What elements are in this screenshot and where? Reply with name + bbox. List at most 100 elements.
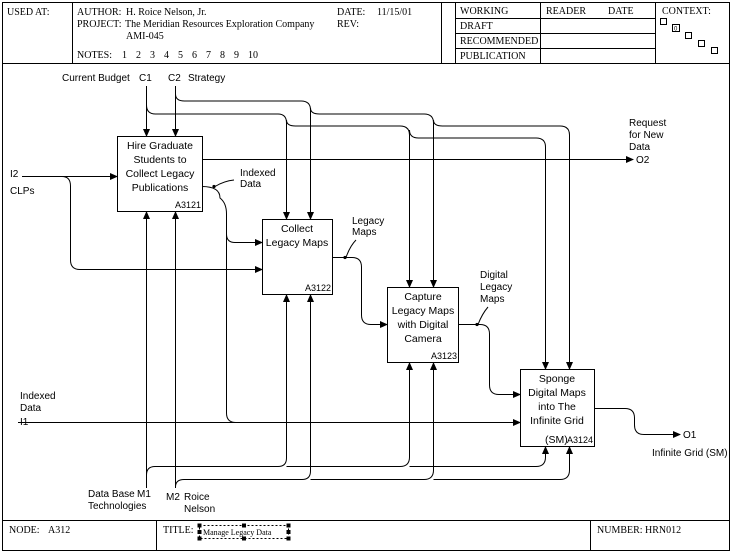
control-c2-code: C2 <box>168 73 181 84</box>
box-number-a3124: A3124 <box>567 435 593 445</box>
input-i2-code: I2 <box>10 169 19 180</box>
control-c1-code: C1 <box>139 73 152 84</box>
title-value: Manage Legacy Data <box>203 528 272 537</box>
activity-box-a3121[interactable]: Hire Graduate Students to Collect Legacy… <box>117 136 203 212</box>
rev-label: REV: <box>337 19 359 30</box>
indexed-data-label-2: Data <box>240 179 262 190</box>
digital-legacy-maps-label-3: Maps <box>480 294 504 305</box>
notes-label: NOTES: <box>77 50 112 61</box>
status-working: WORKING <box>460 6 508 17</box>
number-value: HRN012 <box>645 525 681 536</box>
input-i1-name2: Data <box>20 403 42 414</box>
legacy-maps-label-2: Maps <box>352 227 376 238</box>
output-o2-code: O2 <box>636 155 650 166</box>
note-number: 5 <box>178 50 183 61</box>
input-arrow-i2 <box>22 173 263 273</box>
svg-text:Students to: Students to <box>133 154 186 166</box>
date-value: 11/15/01 <box>377 7 412 18</box>
output-o1-code: O1 <box>683 430 697 441</box>
note-number: 4 <box>164 50 169 61</box>
used-at-label: USED AT: <box>7 7 50 18</box>
svg-text:Digital Maps: Digital Maps <box>528 387 586 399</box>
node-label: NODE: <box>9 525 40 536</box>
svg-text:Publications: Publications <box>132 182 189 194</box>
output-o2-name-3: Data <box>629 142 651 153</box>
box-number-a3122: A3122 <box>305 283 331 293</box>
mechanism-m2-name: Roice <box>184 492 210 503</box>
footer-frame <box>2 520 730 551</box>
title-selection-box[interactable]: Manage Legacy Data <box>197 523 291 541</box>
indexed-data-label-1: Indexed <box>240 168 276 179</box>
mechanism-arrow-m2 <box>172 211 573 488</box>
mechanism-m2-name2: Nelson <box>184 504 215 515</box>
svg-text:Hire Graduate: Hire Graduate <box>127 140 193 152</box>
context-label: CONTEXT: <box>662 6 711 17</box>
status-recommended: RECOMMENDED <box>460 36 538 47</box>
status-draft: DRAFT <box>460 21 493 32</box>
note-number: 9 <box>234 50 239 61</box>
svg-text:(SM): (SM) <box>545 434 568 446</box>
date-label: DATE: <box>337 7 365 18</box>
svg-text:Collect: Collect <box>281 223 313 235</box>
svg-text:Legacy Maps: Legacy Maps <box>392 305 454 317</box>
author-value: H. Roice Nelson, Jr. <box>126 7 207 18</box>
svg-text:Sponge: Sponge <box>539 373 575 385</box>
activity-box-a3123[interactable]: Capture Legacy Maps with Digital Camera … <box>387 287 459 363</box>
note-number: 3 <box>150 50 155 61</box>
note-number: 10 <box>248 50 258 61</box>
box-number-a3123: A3123 <box>431 351 457 361</box>
status-publication: PUBLICATION <box>460 51 526 62</box>
mechanism-arrow-m1 <box>143 211 549 488</box>
output-o1-name: Infinite Grid (SM) <box>652 448 728 459</box>
output-arrow-o1 <box>594 408 681 438</box>
activity-box-a3122[interactable]: Collect Legacy Maps A3122 <box>262 219 333 295</box>
activity-box-a3124[interactable]: Sponge Digital Maps into The Infinite Gr… <box>520 369 595 447</box>
control-arrow-c1 <box>143 86 549 370</box>
project-value-line2: AMI-045 <box>126 31 164 42</box>
digital-legacy-maps-label-2: Legacy <box>480 282 512 293</box>
control-c2-name: Strategy <box>188 73 225 84</box>
project-label: PROJECT: <box>77 19 122 30</box>
title-label: TITLE: <box>163 525 194 536</box>
note-number: 7 <box>206 50 211 61</box>
context-marker: 0 <box>674 27 678 33</box>
project-value: The Meridian Resources Exploration Compa… <box>125 19 314 30</box>
digital-legacy-maps-label-1: Digital <box>480 270 508 281</box>
mechanism-m1-name2: Technologies <box>88 501 146 512</box>
reader-date-label: DATE <box>608 6 634 17</box>
output-o2-name-1: Request <box>629 118 666 129</box>
number-label: NUMBER: <box>597 525 643 536</box>
diagram-frame <box>2 63 730 521</box>
node-value: A312 <box>48 525 70 536</box>
note-number: 1 <box>122 50 127 61</box>
mechanism-m1-name: Data Base <box>88 489 135 500</box>
digital-legacy-maps-arrow <box>458 306 521 398</box>
svg-text:with Digital: with Digital <box>397 319 449 331</box>
note-number: 2 <box>136 50 141 61</box>
svg-text:Capture: Capture <box>404 291 442 303</box>
svg-text:Infinite Grid: Infinite Grid <box>530 415 584 427</box>
input-i1-code: I1 <box>20 417 29 428</box>
context-diagram: 0 <box>660 18 718 54</box>
svg-text:Collect Legacy: Collect Legacy <box>126 168 196 180</box>
svg-text:into The: into The <box>538 401 576 413</box>
control-c1-name: Current Budget <box>62 73 130 84</box>
note-number: 6 <box>192 50 197 61</box>
box-number-a3121: A3121 <box>175 200 201 210</box>
reader-label: READER <box>546 6 586 17</box>
output-o2-name-2: for New <box>629 130 664 141</box>
legacy-maps-label-1: Legacy <box>352 216 384 227</box>
svg-text:Legacy Maps: Legacy Maps <box>266 237 328 249</box>
note-number: 8 <box>220 50 225 61</box>
legacy-maps-arrow <box>332 239 388 328</box>
input-i1-name: Indexed <box>20 391 56 402</box>
input-i2-name: CLPs <box>10 186 34 197</box>
author-label: AUTHOR: <box>77 7 121 18</box>
mechanism-m1-code: M1 <box>137 489 151 500</box>
svg-text:Camera: Camera <box>404 333 442 345</box>
mechanism-m2-code: M2 <box>166 492 180 503</box>
indexed-data-arrow <box>201 179 263 423</box>
control-arrow-c2 <box>172 86 573 370</box>
